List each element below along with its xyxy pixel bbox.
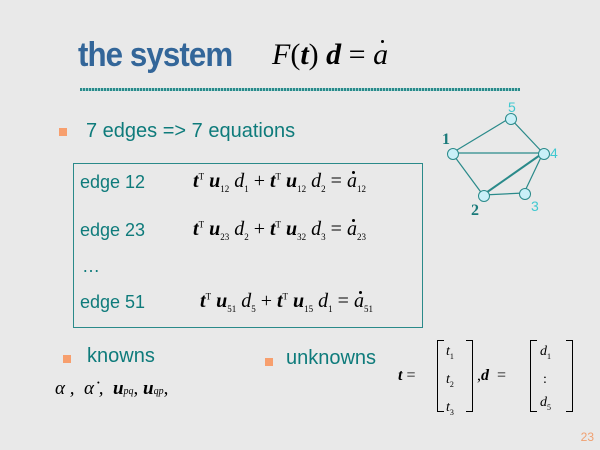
node-label-3: 3 <box>531 198 539 214</box>
edge-equation: tT u23 d2 + tT u32 d3 = a23 <box>193 218 366 242</box>
t-vector-left-bracket <box>437 340 444 412</box>
graph-node-3 <box>519 188 531 200</box>
equations-box <box>73 163 423 328</box>
knowns-list: α , α̇ , upq, uqp, <box>55 378 169 399</box>
t-vector-right-bracket <box>466 340 473 412</box>
graph-edge-1-5 <box>451 117 511 154</box>
unknowns-bullet: unknowns <box>286 347 377 369</box>
graph-edge-1-2 <box>451 152 484 196</box>
edge-equation: tT u51 d5 + tT u15 d1 = a51 <box>200 290 373 314</box>
graph-edge-5-4 <box>509 117 544 154</box>
graph-edge-2-4 <box>482 152 544 196</box>
edges-bullet: 7 edges => 7 equations <box>86 120 296 142</box>
t-vector-label: t = <box>398 367 416 384</box>
bullet-icon <box>59 128 67 136</box>
graph-node-5 <box>505 113 517 125</box>
title-formula: F(t) d = a <box>272 38 389 71</box>
ellipsis: … <box>82 256 100 276</box>
equation-label: edge 51 <box>80 292 146 312</box>
a-dot-term: a <box>373 38 389 71</box>
d-vector-entries: d1 : d5 <box>540 344 551 412</box>
edge-equation: tT u12 d1 + tT u12 d2 = a12 <box>193 170 366 194</box>
node-label-4: 4 <box>550 145 558 161</box>
d-vector-left-bracket <box>530 340 537 412</box>
graph-node-2 <box>478 190 490 202</box>
equation-label: edge 23 <box>80 220 146 240</box>
node-label-5: 5 <box>508 99 516 115</box>
title-underline <box>80 88 520 91</box>
slide-title: the system <box>78 36 233 74</box>
d-vector-right-bracket <box>566 340 573 412</box>
node-label-2: 2 <box>471 202 479 219</box>
graph-node-1 <box>447 148 459 160</box>
node-label-1: 1 <box>442 131 450 148</box>
graph-node-4 <box>538 148 550 160</box>
equation-label: edge 12 <box>80 172 146 192</box>
bullet-icon <box>265 358 273 366</box>
graph-edge-3-4 <box>523 152 544 194</box>
page-number: 23 <box>580 430 594 444</box>
t-vector-entries: t1 t2 t3 <box>446 344 454 417</box>
knowns-bullet: knowns <box>87 345 155 367</box>
d-vector-label: ,d = <box>477 367 507 384</box>
bullet-icon <box>63 355 71 363</box>
